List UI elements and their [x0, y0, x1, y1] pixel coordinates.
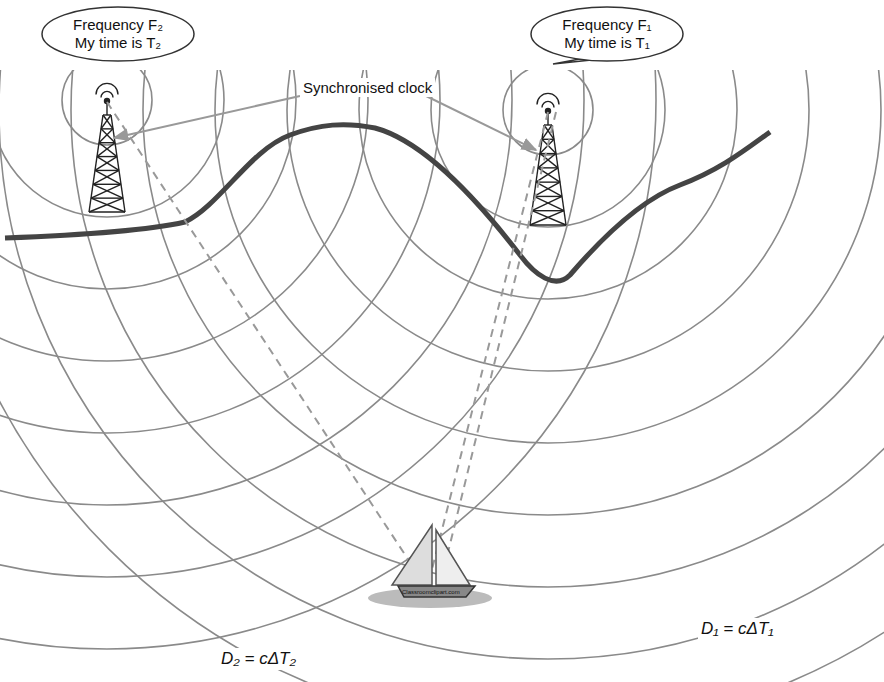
clock-pointers	[114, 93, 536, 150]
radio-towers	[89, 83, 566, 225]
sailboat	[368, 525, 492, 608]
wave-front	[0, 70, 512, 505]
speech-bubble: Frequency F₁ My time is T₁	[530, 6, 684, 62]
wave-front	[0, 70, 296, 289]
wave-fronts	[0, 70, 884, 682]
hill-line	[5, 125, 770, 281]
wave-front	[431, 70, 665, 227]
bubble-text: Frequency F₂ My time is T₂	[63, 16, 173, 52]
wave-front	[143, 70, 884, 515]
bubble-text: Frequency F₁ My time is T₁	[552, 16, 662, 52]
callout-label: Synchronised clock	[300, 78, 435, 97]
wave-front	[62, 70, 152, 145]
distance-formula: D₁ = cΔT₁	[698, 618, 777, 640]
distance-formula: D₂ = cΔT₂	[218, 648, 299, 670]
wave-front	[0, 70, 368, 361]
watermark: Classroomclipart.com	[402, 589, 460, 595]
wave-front	[0, 70, 224, 217]
speech-bubble: Frequency F₂ My time is T₂	[41, 6, 195, 62]
wave-front	[0, 70, 440, 433]
wave-front	[71, 70, 884, 587]
wave-front	[0, 70, 884, 682]
signal-paths	[107, 102, 556, 585]
